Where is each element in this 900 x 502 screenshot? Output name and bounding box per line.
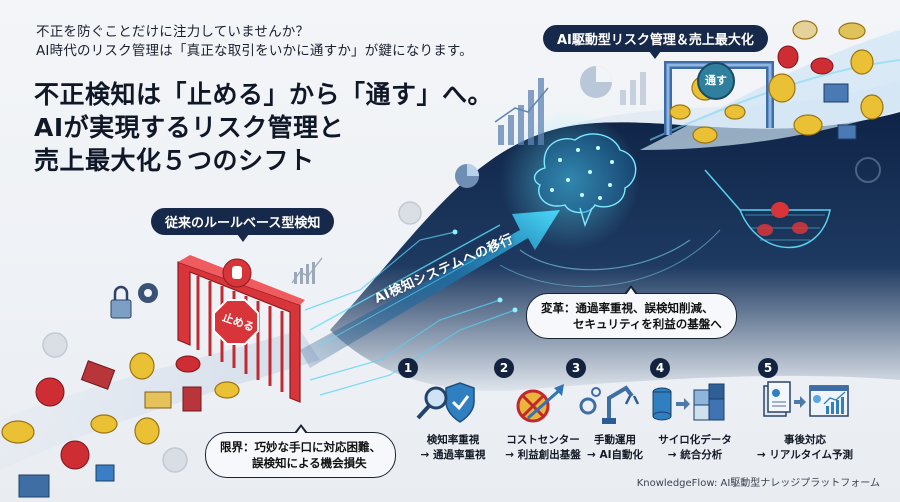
shift-label-1: 検知率重視 → 通過率重視 xyxy=(420,434,486,461)
headline-line-2: AIが実現するリスク管理と xyxy=(34,113,345,142)
shift-label-5: 事後対応 → リアルタイム予測 xyxy=(756,434,854,461)
intro-text: 不正を防ぐことだけに注力していませんか？ AI時代のリスク管理は「真正な取引をい… xyxy=(36,23,473,61)
intro-line-2: AI時代のリスク管理は「真正な取引をいかに通すか」が鍵になります。 xyxy=(36,43,473,59)
fraud-catching-net xyxy=(704,169,831,249)
database-puzzle-icon xyxy=(652,383,725,421)
magnifier-shield-icon xyxy=(416,382,475,423)
shift-label-3: 手動運用 → AI自動化 xyxy=(587,434,643,461)
headline-line-1: 不正検知は「止める」から「通す」へ。 xyxy=(34,80,494,109)
pass-gate-badge: 通す xyxy=(697,62,735,100)
brain-icon xyxy=(533,133,637,228)
shift-number-3: 3 xyxy=(566,358,586,378)
legacy-gate-illustration xyxy=(177,255,305,403)
shift-label-2: コストセンター → 利益創出基盤 xyxy=(505,434,581,461)
ai-risk-management-label: AI駆動型リスク管理＆売上最大化 xyxy=(543,25,768,59)
limitation-bubble: 限界：巧妙な手口に対応困難、 誤検知による機会損失 xyxy=(205,424,396,478)
legacy-detection-label: 従来のルールベース型検知 xyxy=(151,208,335,242)
robot-arm-gear-icon xyxy=(579,385,640,424)
footer-credit: KnowledgeFlow: AI駆動型ナレッジプラットフォーム xyxy=(636,478,880,489)
shift-number-1: 1 xyxy=(398,358,418,378)
transformation-line-1: 変革：通過率重視、誤検知削減、 xyxy=(541,301,714,315)
page-title: 不正検知は「止める」から「通す」へ。 AIが実現するリスク管理と 売上最大化５つ… xyxy=(34,78,493,177)
transformation-bubble: 変革：通過率重視、誤検知削減、 セキュリティを利益の基盤へ xyxy=(526,285,737,339)
shift-number-4: 4 xyxy=(650,358,670,378)
limitation-line-2: 誤検知による機会損失 xyxy=(252,456,367,470)
limitation-line-1: 限界：巧妙な手口に対応困難、 xyxy=(220,440,381,454)
shift-number-5: 5 xyxy=(758,358,778,378)
cost-to-profit-icon xyxy=(516,384,564,423)
intro-line-1: 不正を防ぐことだけに注力していませんか？ xyxy=(36,24,310,40)
transformation-line-2: セキュリティを利益の基盤へ xyxy=(573,317,722,331)
lock-icon xyxy=(110,285,132,319)
shift-number-2: 2 xyxy=(494,358,514,378)
report-dashboard-icon xyxy=(763,381,849,417)
headline-line-3: 売上最大化５つのシフト xyxy=(34,146,315,175)
gear-icon xyxy=(138,283,158,303)
shift-label-4: サイロ化データ → 統合分析 xyxy=(658,434,732,461)
